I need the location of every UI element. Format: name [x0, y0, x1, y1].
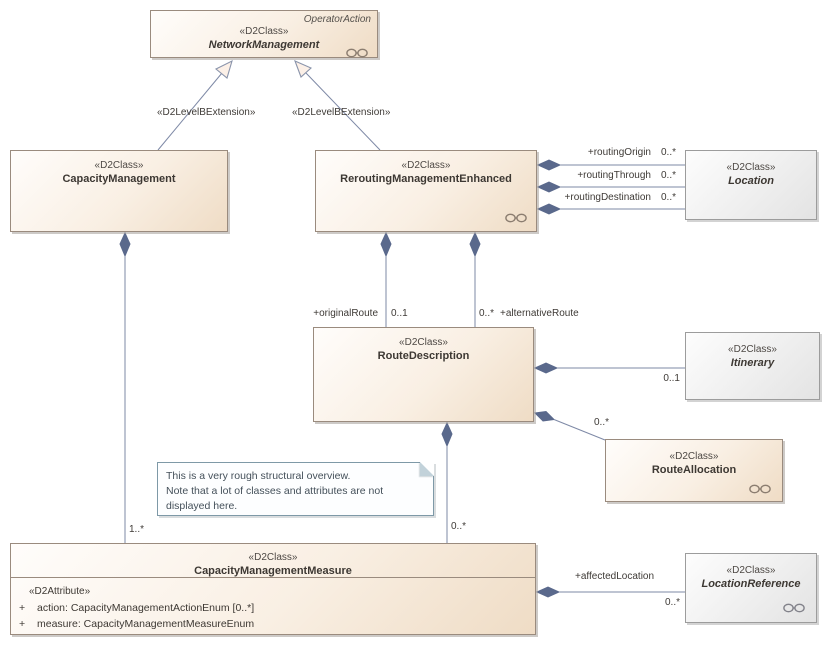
note-text-line1: This is a very rough structural overview…	[166, 470, 351, 482]
generalization-line[interactable]	[157, 72, 223, 151]
composition-diamond-icon[interactable]	[536, 181, 562, 193]
class-route-description[interactable]: «D2Class» RouteDescription	[313, 327, 534, 422]
class-capacity-management-measure[interactable]: «D2Class» CapacityManagementMeasure «D2A…	[10, 543, 536, 635]
note-fold-icon	[420, 462, 434, 476]
class-stereotype: «D2Class»	[728, 344, 777, 355]
class-header: «D2Class» CapacityManagementMeasure	[11, 544, 535, 578]
attribute-stereotype: «D2Attribute»	[29, 586, 91, 597]
edge-label-extension-right: «D2LevelBExtension»	[292, 107, 391, 118]
note-text-line2: Note that a lot of classes and attribute…	[166, 485, 384, 512]
edge-label-capacity-measure-multiplicity: 1..*	[129, 524, 145, 535]
attribute-visibility: +	[19, 602, 26, 614]
generalization-arrowhead-icon[interactable]	[294, 59, 313, 78]
edge-label-original-route: +originalRoute	[313, 308, 378, 319]
class-stereotype: «D2Class»	[726, 565, 776, 576]
class-stereotype: «D2Class»	[726, 162, 776, 173]
class-network-management[interactable]: OperatorAction «D2Class» NetworkManageme…	[150, 10, 378, 58]
composition-diamond-icon[interactable]	[533, 362, 559, 374]
class-rerouting-management-enhanced[interactable]: «D2Class» ReroutingManagementEnhanced	[315, 150, 537, 232]
class-name: Itinerary	[730, 357, 775, 369]
class-location[interactable]: «D2Class» Location	[685, 150, 817, 220]
attribute-signature: action: CapacityManagementActionEnum [0.…	[37, 602, 255, 614]
composition-diamond-icon[interactable]	[536, 159, 562, 171]
composition-diamond-icon[interactable]	[469, 231, 481, 258]
class-name: RouteAllocation	[651, 464, 737, 476]
diagram-note[interactable]: This is a very rough structural overview…	[157, 462, 434, 516]
class-tag-operator-action: OperatorAction	[303, 14, 371, 25]
edge-label-allocation-multiplicity: 0..*	[594, 417, 610, 428]
class-name: ReroutingManagementEnhanced	[340, 173, 512, 185]
generalization-line[interactable]	[305, 72, 381, 151]
class-name: CapacityManagementMeasure	[194, 565, 352, 577]
composition-diamond-icon[interactable]	[536, 203, 562, 215]
composition-diamond-icon[interactable]	[535, 586, 561, 598]
attribute-row: + action: CapacityManagementActionEnum [0…	[11, 600, 535, 616]
composition-line[interactable]	[553, 419, 606, 441]
composition-diamond-icon[interactable]	[533, 410, 556, 422]
edge-label-affected-location: +affectedLocation	[575, 571, 655, 582]
edge-label-route-measure-multiplicity: 0..*	[451, 521, 467, 532]
composition-diamond-icon[interactable]	[119, 231, 131, 258]
class-name: NetworkManagement	[208, 39, 320, 51]
class-stereotype: «D2Class»	[669, 451, 719, 462]
eyeglasses-icon	[345, 47, 369, 59]
edge-label-itinerary-multiplicity: 0..1	[663, 373, 680, 384]
eyeglasses-icon	[748, 483, 772, 495]
class-itinerary[interactable]: «D2Class» Itinerary	[685, 332, 820, 400]
class-stereotype: «D2Class»	[399, 337, 448, 348]
class-name: CapacityManagement	[62, 173, 176, 185]
class-name: RouteDescription	[377, 350, 470, 362]
class-location-reference[interactable]: «D2Class» LocationReference	[685, 553, 817, 623]
generalization-arrowhead-icon[interactable]	[214, 59, 233, 79]
attribute-row: + measure: CapacityManagementMeasureEnum	[11, 616, 535, 632]
edge-label-affected-location-multiplicity: 0..*	[664, 597, 680, 608]
class-stereotype: «D2Class»	[239, 26, 289, 37]
class-stereotype: «D2Class»	[401, 160, 451, 171]
eyeglasses-icon	[504, 212, 528, 224]
class-name: Location	[728, 175, 774, 187]
class-capacity-management[interactable]: «D2Class» CapacityManagement	[10, 150, 228, 232]
class-route-allocation[interactable]: «D2Class» RouteAllocation	[605, 439, 783, 502]
composition-diamond-icon[interactable]	[441, 421, 453, 448]
class-stereotype: «D2Class»	[94, 160, 144, 171]
edge-label-alternative-route: 0..*+alternativeRoute	[479, 308, 579, 319]
class-name: LocationReference	[701, 578, 801, 590]
composition-diamond-icon[interactable]	[380, 231, 392, 258]
attribute-signature: measure: CapacityManagementMeasureEnum	[37, 618, 255, 630]
attribute-visibility: +	[19, 618, 26, 630]
eyeglasses-icon	[782, 602, 806, 614]
attribute-compartment: «D2Attribute» + action: CapacityManagemen…	[11, 578, 535, 632]
edge-label-original-route-multiplicity: 0..1	[391, 308, 408, 319]
edge-label-extension-left: «D2LevelBExtension»	[157, 107, 256, 118]
class-stereotype: «D2Class»	[248, 552, 298, 563]
